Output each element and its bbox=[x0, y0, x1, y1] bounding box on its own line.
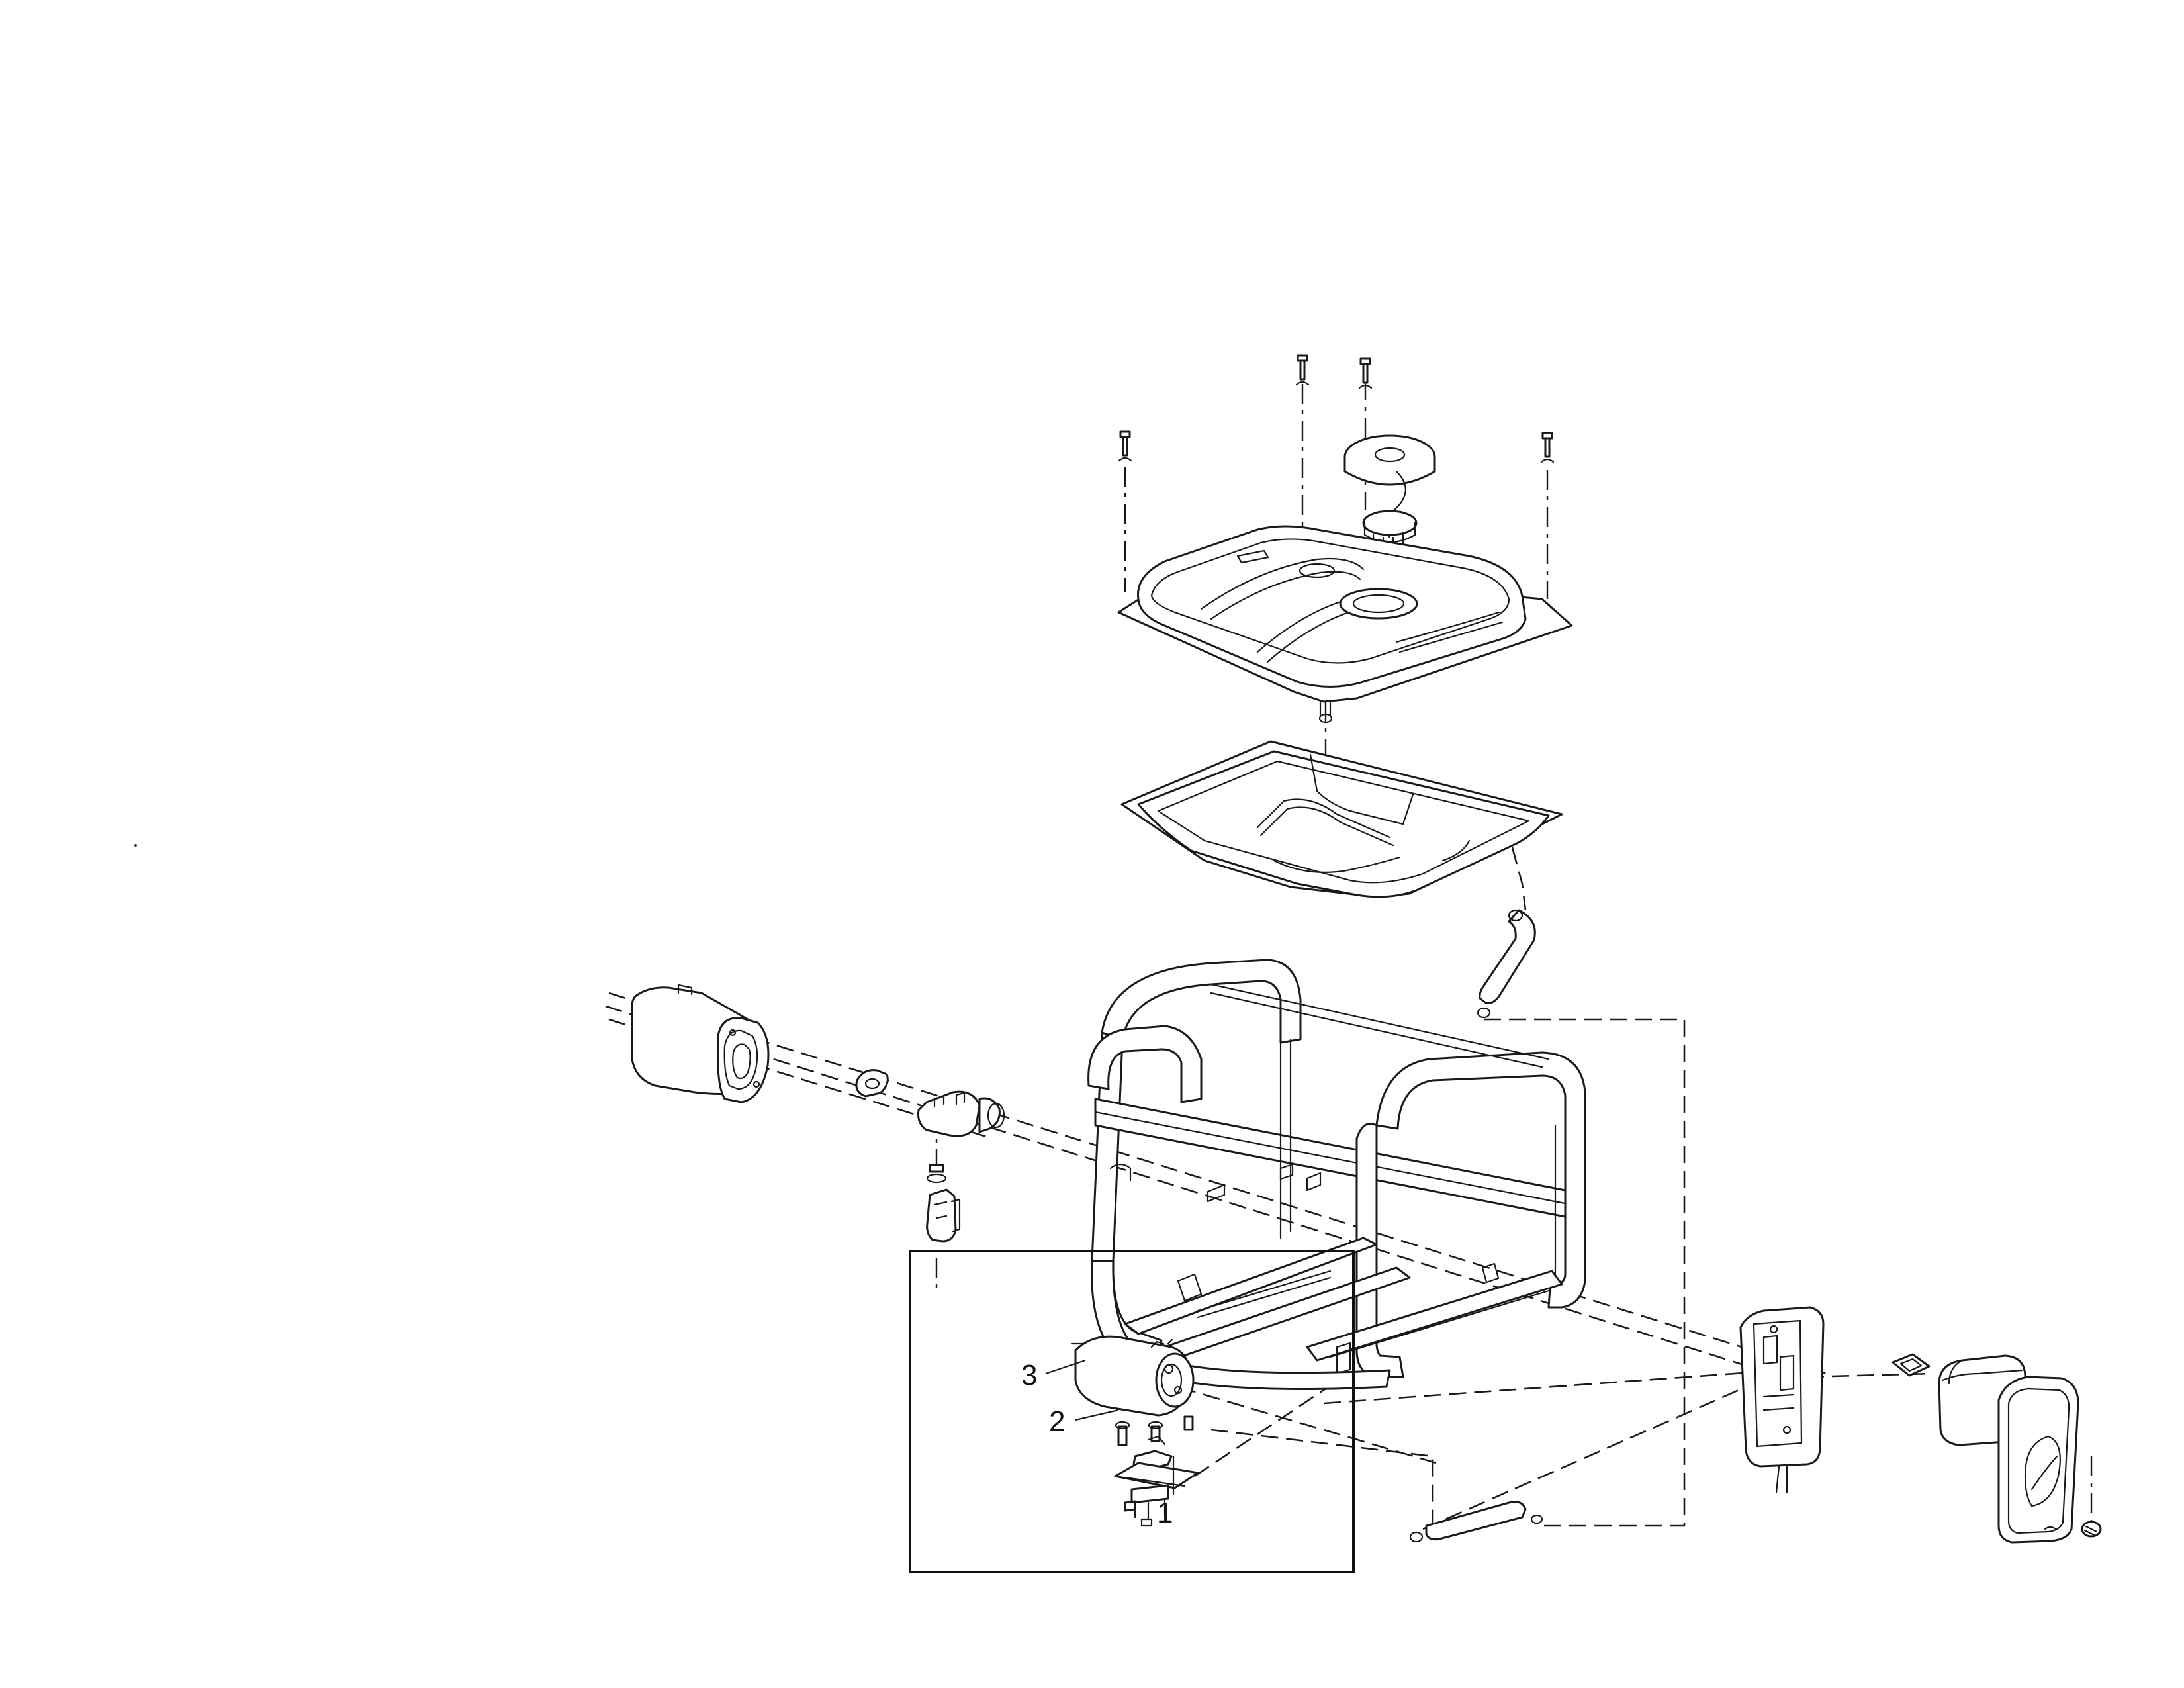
battery-clamp bbox=[1115, 1415, 1194, 1471]
fuel-tank bbox=[1117, 525, 1573, 724]
stray-mark bbox=[134, 844, 137, 847]
callouts: 3 2 1 bbox=[1021, 1359, 1175, 1529]
muffler bbox=[631, 984, 770, 1103]
battery-tray bbox=[1114, 1462, 1199, 1527]
frame bbox=[1087, 959, 1586, 1390]
callout-1: 1 bbox=[1157, 1497, 1173, 1529]
air-cleaner-gasket bbox=[1891, 1353, 1931, 1377]
cover-knob bbox=[2081, 1521, 2102, 1538]
fuel-tank-tray bbox=[1120, 740, 1563, 898]
fuel-cap-icon bbox=[1343, 434, 1436, 565]
exhaust-gasket bbox=[855, 1069, 889, 1098]
air-cleaner-cover bbox=[1997, 1376, 2079, 1544]
lower-fuel-line bbox=[1409, 1501, 1543, 1543]
exhaust-clamp bbox=[917, 1090, 1005, 1243]
callout-2: 2 bbox=[1049, 1405, 1065, 1438]
battery bbox=[1071, 1335, 1195, 1417]
callout-3: 3 bbox=[1021, 1359, 1037, 1391]
fuel-line bbox=[1477, 909, 1536, 1019]
air-cleaner-base bbox=[1739, 1306, 1825, 1494]
tank-screws bbox=[1118, 354, 1555, 463]
battery-callout-box bbox=[909, 1250, 1355, 1573]
